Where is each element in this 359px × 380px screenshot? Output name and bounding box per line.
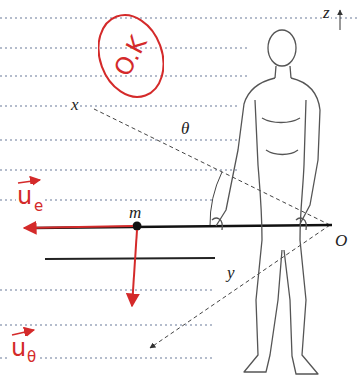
axis-label: O <box>334 232 348 249</box>
axis-label: θ <box>180 120 190 137</box>
axis-label: z <box>322 4 331 21</box>
x-axis <box>92 108 330 225</box>
vector-label: e <box>33 199 44 214</box>
vector-sign <box>18 180 40 183</box>
vector-label: u <box>16 184 33 208</box>
circled-note: O.K <box>98 12 164 100</box>
unit-vector-theta <box>132 230 137 306</box>
y-axis <box>150 225 330 348</box>
man-figure <box>212 30 320 374</box>
z-axis <box>340 10 341 30</box>
vector-label: u <box>10 336 27 360</box>
axis-label: m <box>128 204 142 221</box>
ground-line <box>45 258 215 259</box>
mass-dot <box>133 222 142 231</box>
vector-label: θ <box>26 350 37 365</box>
handwritten-note: O.K <box>109 31 153 81</box>
axis-label: y <box>226 264 236 281</box>
vector-sign <box>12 330 34 335</box>
axis-label: x <box>70 96 80 113</box>
unit-vector-r <box>24 226 133 228</box>
